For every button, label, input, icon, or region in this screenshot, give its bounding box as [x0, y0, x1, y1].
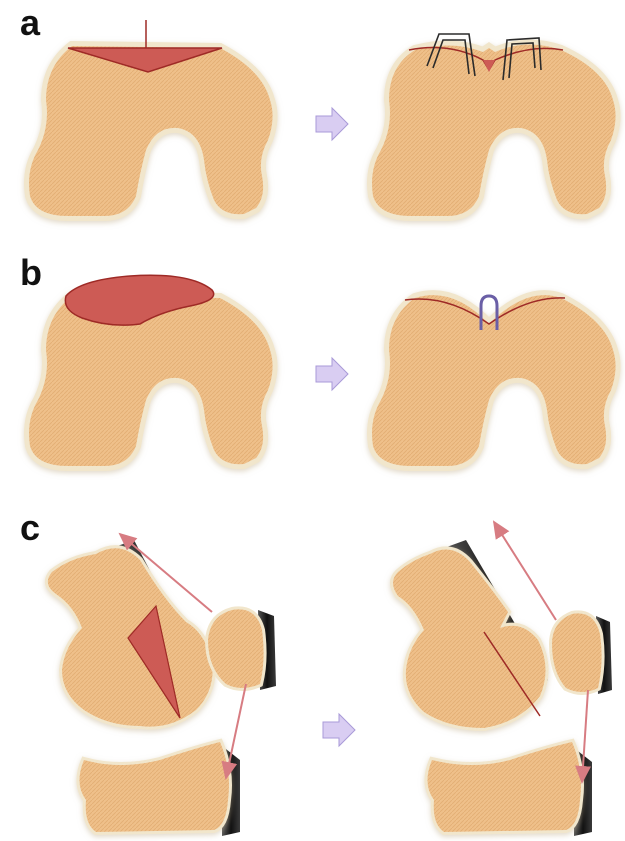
panel-c-left-knee [48, 534, 276, 836]
panel-b-left-femur [29, 275, 273, 466]
panel-a-left-femur [29, 20, 273, 216]
panel-b-right-femur [372, 295, 616, 466]
panel-a-right-femur [372, 34, 616, 216]
panel-c-right-knee [393, 522, 612, 836]
right-arrow-icon [323, 714, 355, 746]
right-arrow-icon [316, 358, 348, 390]
right-arrow-icon [316, 108, 348, 140]
